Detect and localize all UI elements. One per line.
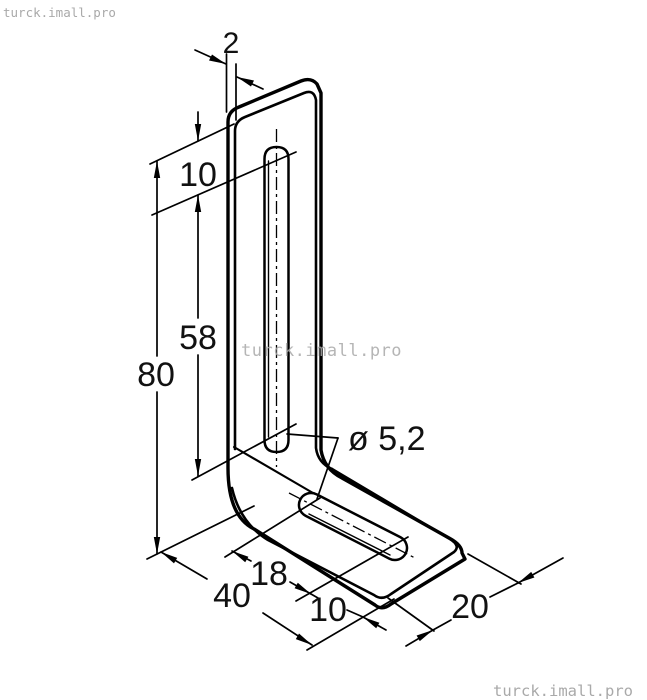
ext-line <box>295 536 409 602</box>
dimension-base-width: 20 <box>387 553 564 647</box>
dim-label-base-length: 40 <box>213 577 251 615</box>
dimension-slot-width-leader: ø 5,2 <box>286 420 425 500</box>
ext-line <box>467 553 522 585</box>
dim-line <box>489 582 519 598</box>
arrowhead <box>161 552 178 564</box>
arrowhead <box>194 124 202 141</box>
watermark-top-left: turck.imall.pro <box>3 5 116 20</box>
dim-line <box>432 619 452 631</box>
dim-line <box>310 593 319 599</box>
vertical-leg-front-face-edge <box>233 90 334 471</box>
dimension-base-slot-length: 18 <box>224 497 409 602</box>
dim-label-thickness: 2 <box>223 27 240 60</box>
dimension-vertical-slot-length: 58 <box>179 194 297 481</box>
dim-label-base-slot-to-edge: 10 <box>309 591 347 629</box>
bracket-body <box>226 77 467 610</box>
arrowhead <box>194 459 202 476</box>
base-slot <box>288 491 418 562</box>
dim-line <box>346 609 364 618</box>
dim-label-vertical-slot-length: 58 <box>179 319 217 357</box>
ext-line <box>146 505 255 560</box>
ext-line <box>191 423 297 481</box>
arrowhead <box>363 617 380 629</box>
ext-line <box>306 598 395 651</box>
watermark-center: turck.imall.pro <box>241 341 402 361</box>
arrowhead <box>153 161 161 178</box>
arrowhead <box>295 633 312 645</box>
dim-label-slot-width: ø 5,2 <box>348 420 425 458</box>
base-plate-top-face-edge <box>230 467 459 600</box>
base-slot-inner-wall <box>308 513 391 556</box>
ext-line <box>149 123 235 165</box>
arrowhead <box>209 54 226 64</box>
arrowhead <box>518 571 535 583</box>
dim-label-base-slot-length: 18 <box>250 555 288 593</box>
arrowhead <box>153 537 161 554</box>
arrowhead <box>416 630 433 642</box>
dimension-base-length: 40 <box>160 551 395 651</box>
arrowhead <box>237 77 254 87</box>
dimension-base-slot-to-edge: 10 <box>309 591 387 631</box>
watermark-bottom-right: turck.imall.pro <box>493 682 633 700</box>
arrowhead <box>232 551 249 563</box>
watermarks: turck.imall.pro turck.imall.pro turck.im… <box>3 5 633 700</box>
leader-line <box>316 437 339 500</box>
arrowhead <box>294 582 311 594</box>
vertical-slot <box>263 129 290 467</box>
ext-line <box>387 597 435 632</box>
dim-label-overall-height: 80 <box>137 356 175 394</box>
leader-line <box>286 433 339 439</box>
ext-line <box>224 497 321 558</box>
dimension-overall-height: 80 <box>137 160 255 560</box>
dimension-thickness: 2 <box>194 27 264 121</box>
bend-tangent-line <box>232 445 315 495</box>
ext-line <box>151 151 297 216</box>
dim-label-top-to-slot: 10 <box>179 156 217 194</box>
dim-label-base-width: 20 <box>451 588 489 626</box>
